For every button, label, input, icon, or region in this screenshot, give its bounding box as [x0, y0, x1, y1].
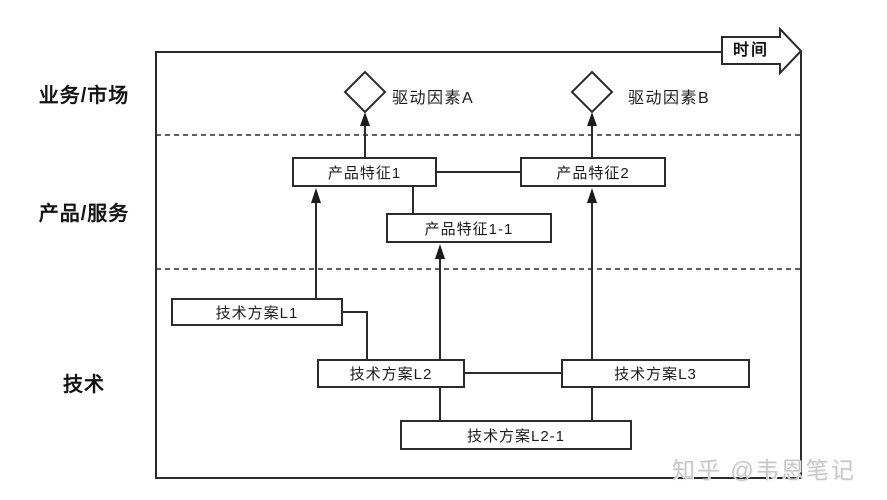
lane-label-business-market: 业务/市场	[38, 85, 130, 107]
node-tech-solution-l2: 技术方案L2	[317, 359, 465, 388]
lane-label-technology: 技术	[63, 374, 105, 396]
driver-a-diamond	[343, 70, 387, 114]
roadmap-frame	[155, 51, 802, 479]
node-tech-solution-l1: 技术方案L1	[171, 298, 343, 326]
lane-label-product-service: 产品/服务	[38, 203, 130, 225]
node-tech-solution-l2-1: 技术方案L2-1	[400, 420, 632, 450]
driver-a-label: 驱动因素A	[392, 90, 475, 107]
watermark: 知乎 @韦恩笔记	[672, 457, 856, 483]
node-tech-solution-l3: 技术方案L3	[561, 359, 750, 388]
node-product-feature-2: 产品特征2	[520, 157, 666, 187]
arrowhead-feature1-1	[435, 244, 445, 259]
arrowhead-feature1	[311, 188, 321, 203]
node-product-feature-1: 产品特征1	[292, 157, 437, 187]
driver-b-diamond	[570, 70, 614, 114]
time-arrow-banner	[721, 26, 803, 76]
arrowhead-driver-a	[360, 112, 370, 126]
arrowhead-feature2	[587, 188, 597, 203]
node-product-feature-1-1: 产品特征1-1	[386, 213, 552, 243]
driver-b-label: 驱动因素B	[628, 90, 711, 107]
arrowhead-driver-b	[587, 112, 597, 126]
time-label: 时间	[732, 42, 769, 59]
